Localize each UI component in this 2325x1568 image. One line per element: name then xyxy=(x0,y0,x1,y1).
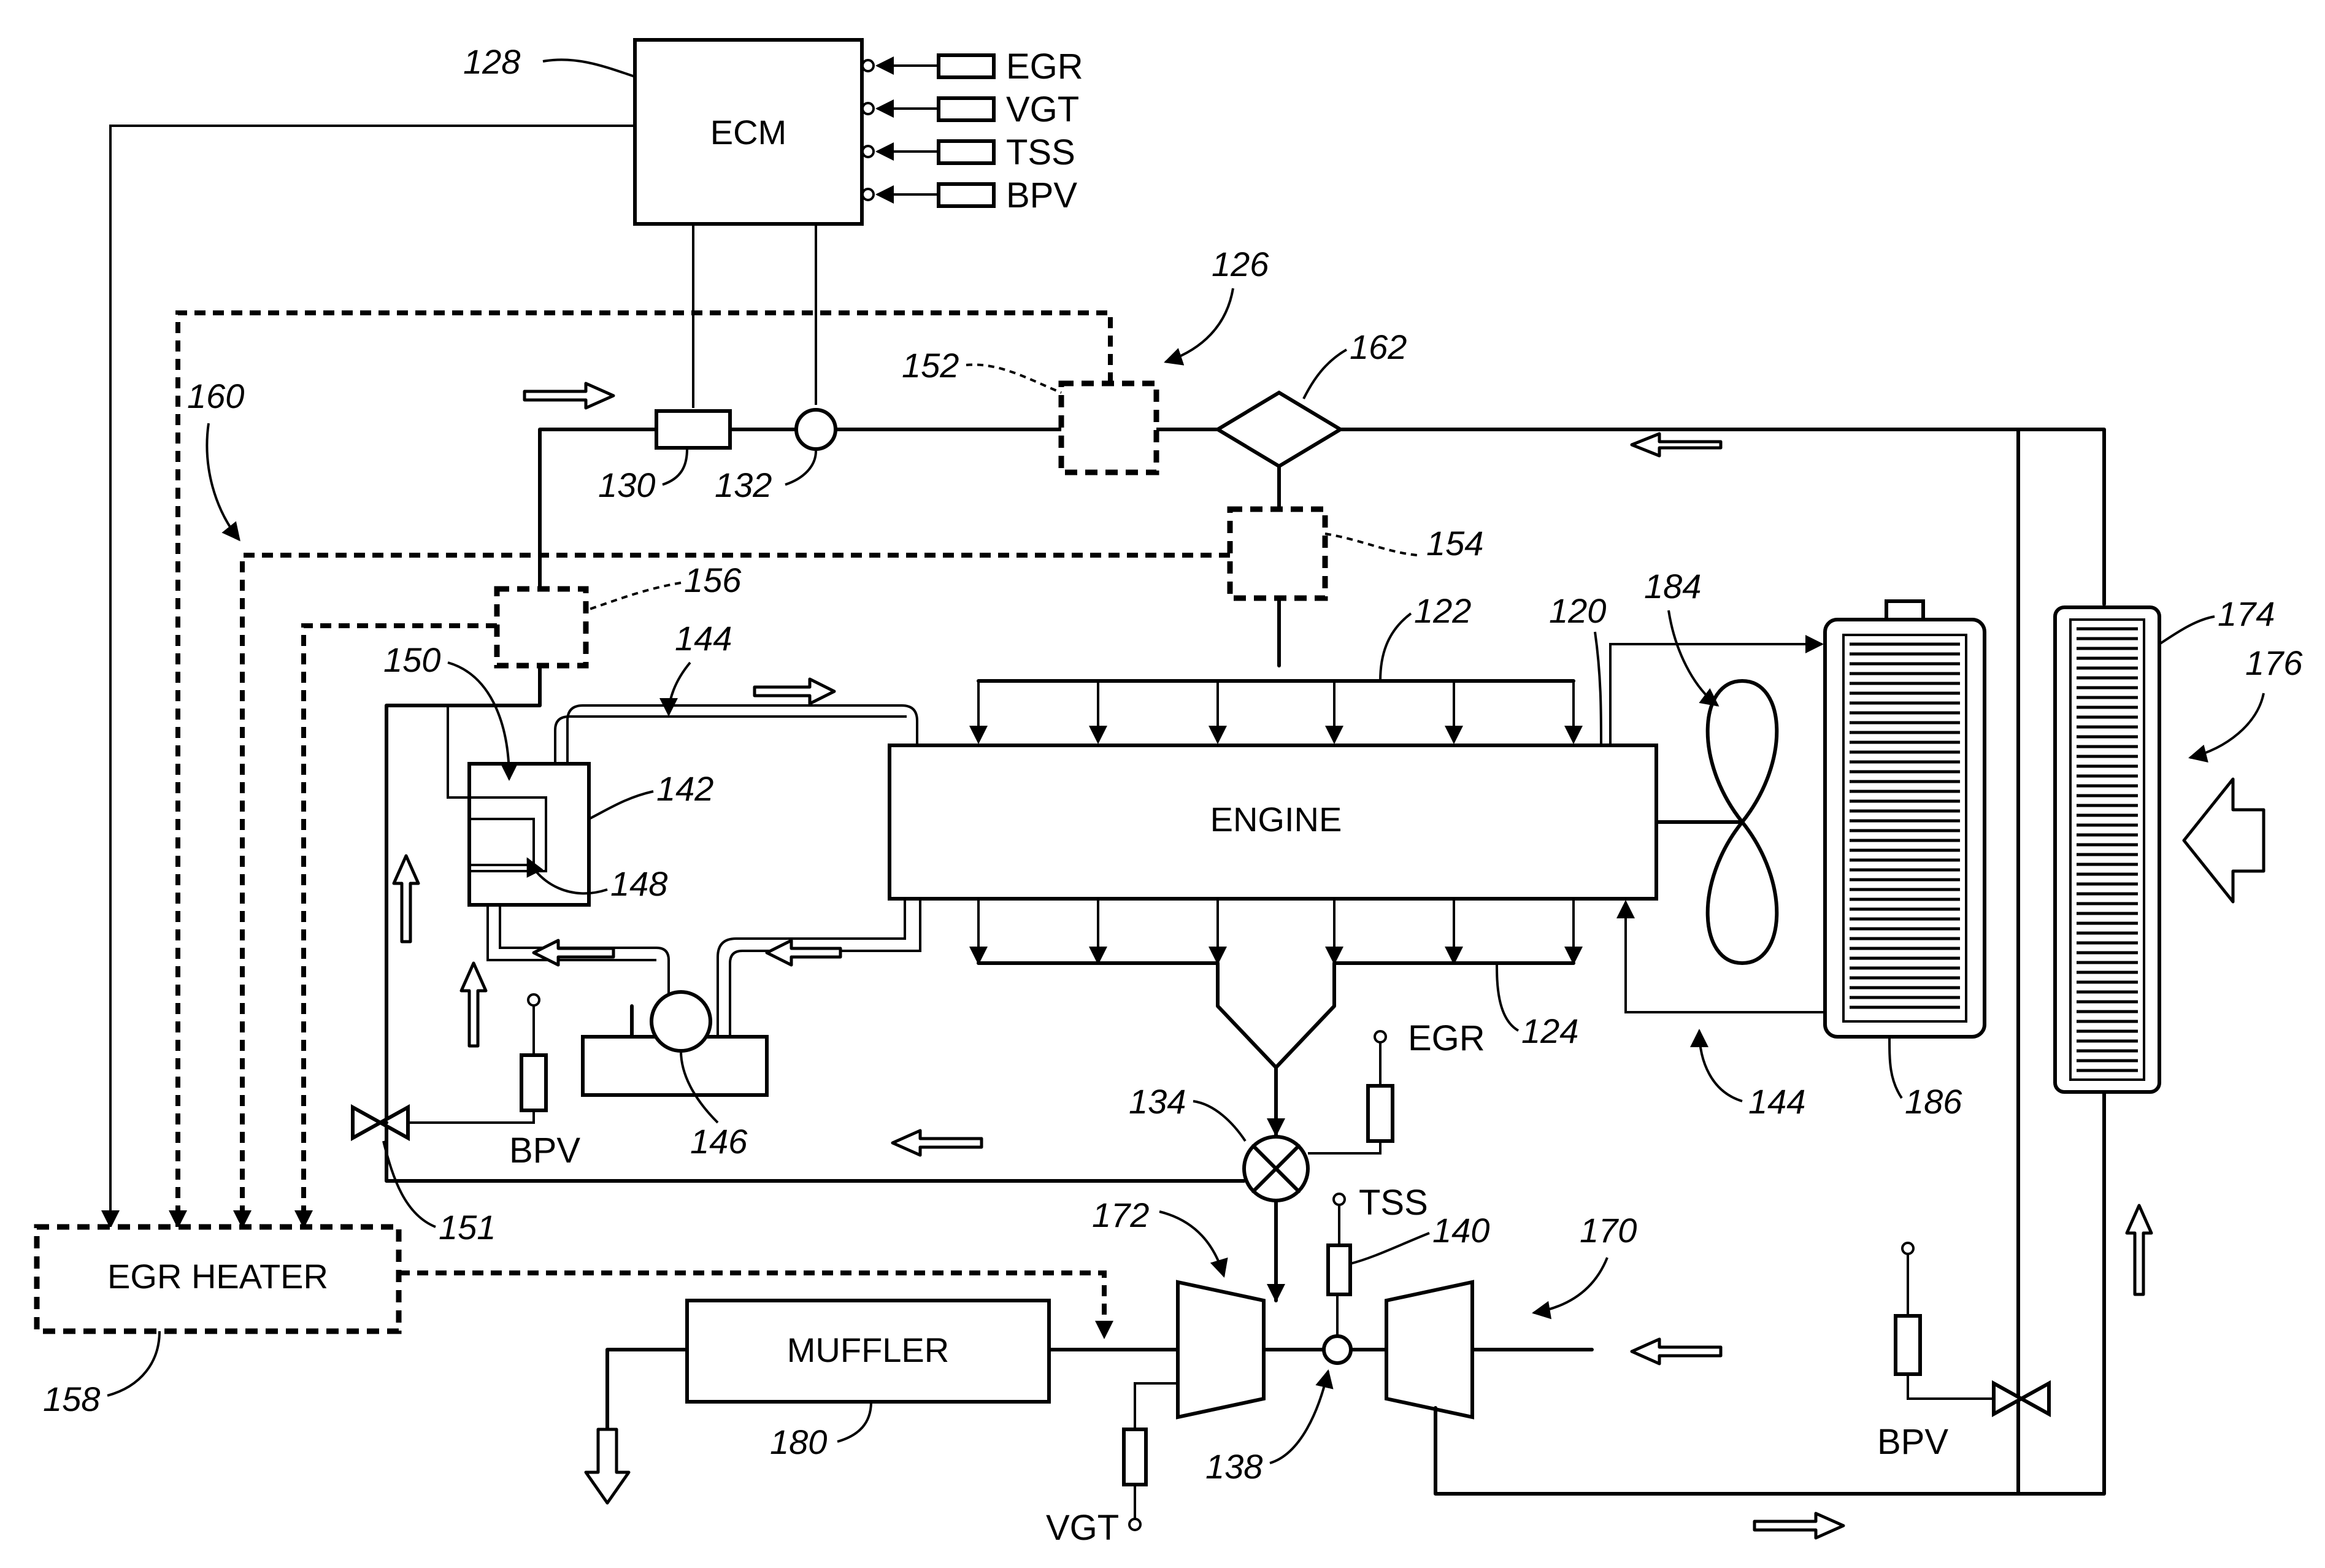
ref-122: 122 xyxy=(1414,591,1471,630)
bypass-valve-left: BPV xyxy=(351,993,580,1170)
ref-142: 142 xyxy=(656,769,713,808)
input-egr-label: EGR xyxy=(1006,47,1083,86)
ref-132: 132 xyxy=(715,466,772,504)
ref-156: 156 xyxy=(684,561,742,599)
engine-block: ENGINE xyxy=(888,744,1658,901)
input-tss-label: TSS xyxy=(1006,133,1075,172)
intake-throttle-diamond xyxy=(1214,390,1344,469)
ref-154: 154 xyxy=(1426,524,1483,563)
ref-174: 174 xyxy=(2218,594,2275,633)
vgt-actuator-label: VGT xyxy=(1046,1508,1119,1548)
intake-manifold xyxy=(969,679,1583,744)
ref-146: 146 xyxy=(690,1122,748,1161)
ref-120: 120 xyxy=(1549,591,1606,630)
turbocharger: TSS VGT xyxy=(1046,1090,2106,1548)
ref-134: 134 xyxy=(1129,1082,1186,1121)
ref-158: 158 xyxy=(43,1380,100,1418)
bpv-left-label: BPV xyxy=(509,1131,580,1170)
input-vgt-label: VGT xyxy=(1006,90,1079,129)
tss-actuator-label: TSS xyxy=(1359,1183,1428,1223)
intake-pressure-sensor xyxy=(794,408,837,451)
muffler-assembly: MUFFLER xyxy=(605,1299,1180,1431)
ecm-label: ECM xyxy=(710,113,786,152)
heater-control-lines xyxy=(169,310,1230,1229)
ref-162: 162 xyxy=(1350,328,1407,366)
bypass-valve-right: BPV xyxy=(1877,428,2051,1496)
ref-176: 176 xyxy=(2245,644,2303,682)
ref-150: 150 xyxy=(383,640,440,679)
ref-144-bottom: 144 xyxy=(1748,1082,1805,1121)
water-pump xyxy=(581,990,769,1097)
reference-numerals: 126 152 162 154 156 130 132 160 150 144 … xyxy=(43,245,2303,1486)
intake-path xyxy=(538,390,2106,667)
ref-124: 124 xyxy=(1521,1012,1578,1050)
leader-128 xyxy=(542,58,636,78)
engine-label: ENGINE xyxy=(1210,800,1342,839)
ref-151: 151 xyxy=(439,1208,496,1247)
mass-air-flow-sensor xyxy=(655,409,732,450)
ref-152: 152 xyxy=(902,346,959,385)
ref-148: 148 xyxy=(610,864,667,903)
ecm-module: ECM xyxy=(633,38,864,226)
egr-valve: EGR xyxy=(385,664,1485,1302)
egr-heater: EGR HEATER xyxy=(34,1224,1113,1339)
exhaust-manifold xyxy=(969,899,1583,1137)
bpv-right-label: BPV xyxy=(1877,1422,1948,1462)
ref-138: 138 xyxy=(1205,1447,1262,1486)
box-152 xyxy=(1058,380,1159,475)
ecm-signal-lines xyxy=(101,125,817,1229)
input-bpv-label: BPV xyxy=(1006,175,1077,215)
ref-172: 172 xyxy=(1092,1196,1149,1234)
egr-heater-label: EGR HEATER xyxy=(107,1257,328,1296)
egr-cooler xyxy=(447,704,921,1043)
ref-170: 170 xyxy=(1580,1211,1637,1250)
egr-actuator-label: EGR xyxy=(1408,1018,1485,1058)
ref-160: 160 xyxy=(187,377,244,415)
ecm-inputs: EGR VGT TSS BPV xyxy=(861,47,1083,215)
muffler-label: MUFFLER xyxy=(787,1331,949,1369)
flow-arrows xyxy=(392,382,2265,1540)
ref-130: 130 xyxy=(598,466,655,504)
ref-186: 186 xyxy=(1905,1082,1962,1121)
ref-144-top: 144 xyxy=(675,619,732,658)
charge-air-cooler xyxy=(2053,605,2161,1094)
box-154 xyxy=(1227,506,1328,601)
ref-126: 126 xyxy=(1212,245,1269,283)
ref-128: 128 xyxy=(463,42,520,81)
ref-180: 180 xyxy=(770,1423,827,1461)
cooling-fan xyxy=(1654,679,1779,965)
box-156 xyxy=(494,586,589,669)
ref-140: 140 xyxy=(1432,1211,1489,1250)
ref-184: 184 xyxy=(1644,567,1701,605)
radiator xyxy=(1609,599,1986,1039)
